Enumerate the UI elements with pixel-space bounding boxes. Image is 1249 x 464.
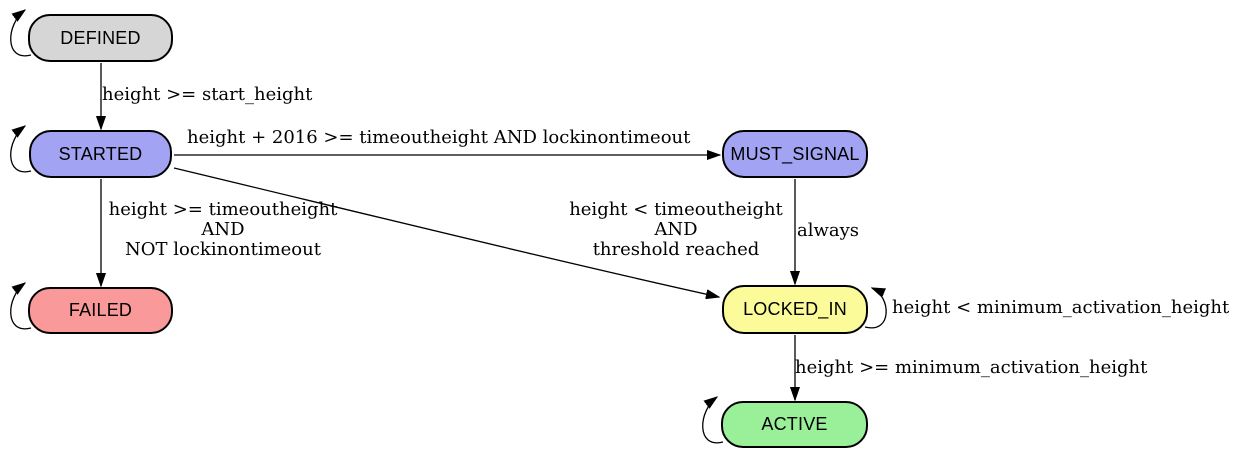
edge-label-locked-in-to-active: height >= minimum_activation_height — [795, 357, 1148, 378]
state-failed-label: FAILED — [68, 300, 133, 320]
edge-label-line: AND — [654, 219, 698, 240]
state-active: ACTIVE — [721, 401, 868, 448]
edge-label-line: height < timeoutheight — [569, 199, 783, 220]
state-failed: FAILED — [28, 287, 173, 334]
state-defined-label: DEFINED — [60, 27, 141, 48]
edge-label-locked-in-self-loop: height < minimum_activation_height — [892, 297, 1230, 318]
state-locked-in: LOCKED_IN — [722, 285, 868, 334]
edge-label-started-to-locked-in: height < timeoutheight AND threshold rea… — [553, 200, 799, 260]
state-defined: DEFINED — [28, 14, 173, 62]
edge-label-line: AND — [201, 219, 245, 240]
edge-locked-in-self-loop — [864, 287, 887, 329]
state-started-label: STARTED — [58, 143, 143, 164]
edge-label-started-to-must-signal: height + 2016 >= timeoutheight AND locki… — [187, 127, 691, 148]
state-started: STARTED — [29, 130, 172, 178]
state-must-signal: MUST_SIGNAL — [722, 130, 868, 178]
edge-active-self-loop — [702, 397, 724, 444]
state-must-signal-label: MUST_SIGNAL — [730, 143, 860, 164]
edge-label-defined-to-started: height >= start_height — [102, 84, 313, 105]
state-locked-in-label: LOCKED_IN — [743, 299, 847, 319]
edge-label-line: NOT lockinontimeout — [125, 239, 321, 260]
edge-label-line: threshold reached — [592, 239, 760, 260]
edge-started-self-loop — [10, 126, 32, 173]
edge-label-line: height >= timeoutheight — [108, 199, 338, 220]
edge-label-must-signal-to-locked-in: always — [797, 220, 860, 241]
edge-label-started-to-failed: height >= timeoutheight AND NOT lockinon… — [100, 200, 346, 260]
state-active-label: ACTIVE — [761, 414, 828, 434]
